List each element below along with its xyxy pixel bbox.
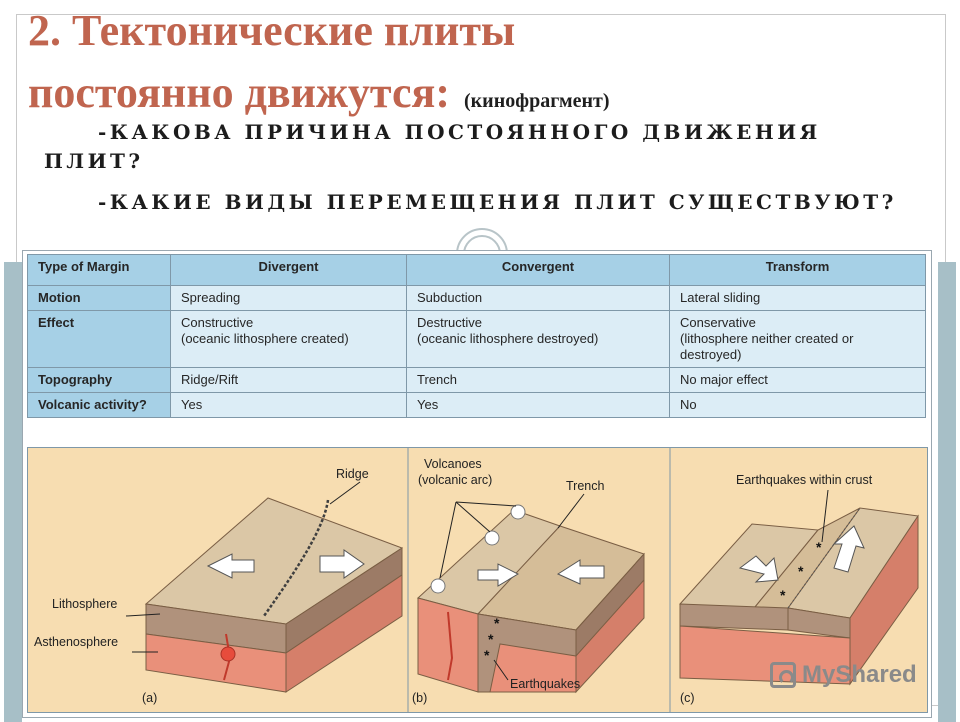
volcano-leader: [439, 501, 457, 579]
convergent-lithosphere-side: [575, 552, 645, 658]
earthquake-star-icon: *: [780, 587, 786, 603]
volcano-cloud-icon: [484, 530, 500, 546]
fault-line: [787, 507, 861, 609]
cell-convergent: Destructive (oceanic lithosphere destroy…: [406, 310, 670, 368]
volcano-cloud-icon: [430, 578, 446, 594]
header-divergent: Divergent: [170, 254, 407, 286]
transform-front-lithosphere: [679, 603, 789, 631]
slide-title: 2. Тектонические плиты постоянно движутс…: [28, 0, 928, 132]
table-header-row: Type of Margin Divergent Convergent Tran…: [27, 254, 926, 286]
cell-divergent: Spreading: [170, 285, 407, 311]
earthquake-star-icon: *: [816, 539, 822, 555]
label-volcanic-arc: (volcanic arc): [418, 473, 492, 487]
row-label: Motion: [27, 285, 171, 311]
watermark: MyShared: [770, 658, 917, 692]
label-lithosphere: Lithosphere: [52, 597, 117, 611]
label-earthquakes-within-crust: Earthquakes within crust: [736, 473, 873, 487]
myshared-logo-icon: [770, 662, 796, 688]
divergent-block: [125, 481, 404, 693]
label-trench: Trench: [566, 479, 604, 493]
cell-divergent: Constructive (oceanic lithosphere create…: [170, 310, 407, 368]
label-volcanoes: Volcanoes: [424, 457, 482, 471]
transform-block: * * *: [679, 489, 919, 686]
earthquakes-leader: [493, 659, 509, 681]
arrow-left-icon: [206, 553, 255, 579]
cell-divergent: Yes: [170, 392, 407, 418]
earthquake-star-icon: *: [488, 631, 494, 647]
title-line-2: постоянно движутся: (кинофрагмент): [28, 62, 928, 132]
cell-transform: No major effect: [669, 367, 926, 393]
earthquake-star-icon: *: [798, 563, 804, 579]
volcano-leader: [455, 501, 517, 507]
arrow-up-right-icon: [832, 525, 865, 573]
table-row-effect: Effect Constructive (oceanic lithosphere…: [27, 310, 926, 368]
question-types: -КАКИЕ ВИДЫ ПЕРЕМЕЩЕНИЯ ПЛИТ СУЩЕСТВУЮТ?: [98, 190, 897, 214]
earthquake-star-icon: *: [494, 615, 500, 631]
table-row-motion: Motion Spreading Subduction Lateral slid…: [27, 285, 926, 311]
label-asthenosphere: Asthenosphere: [34, 635, 118, 649]
questions-block: -КАКОВА ПРИЧИНА ПОСТОЯННОГО ДВИЖЕНИЯ ПЛИ…: [44, 118, 924, 229]
divergent-asthenosphere-side: [285, 574, 403, 693]
header-convergent: Convergent: [406, 254, 670, 286]
label-a: (a): [142, 691, 157, 705]
plate-margins-figure: Type of Margin Divergent Convergent Tran…: [22, 250, 932, 718]
cell-convergent: Trench: [406, 367, 670, 393]
row-label: Topography: [27, 367, 171, 393]
volcano-cloud-icon: [510, 504, 526, 520]
label-earthquakes: Earthquakes: [510, 677, 580, 691]
label-c: (c): [680, 691, 695, 705]
ridge-crest-line: [262, 499, 330, 617]
label-b: (b): [412, 691, 427, 705]
arrow-down-left-icon: [738, 555, 779, 583]
table-row-topography: Topography Ridge/Rift Trench No major ef…: [27, 367, 926, 393]
magma-chamber-icon: [220, 646, 236, 662]
convergent-block: * * *: [416, 493, 645, 694]
arrow-right-icon: [477, 563, 520, 587]
title-note: (кинофрагмент): [464, 90, 610, 112]
watermark-text: MyShared: [802, 661, 917, 688]
row-label: Volcanic activity?: [27, 392, 171, 418]
cell-transform: Conservative (lithosphere neither create…: [669, 310, 926, 368]
cell-convergent: Subduction: [406, 285, 670, 311]
lithosphere-leader: [125, 613, 161, 617]
volcano-leader: [455, 501, 491, 533]
arrow-left-icon: [556, 559, 605, 585]
header-transform: Transform: [669, 254, 926, 286]
title-line-2-text: постоянно движутся:: [28, 68, 450, 117]
trench-leader: [557, 493, 585, 529]
row-label: Effect: [27, 310, 171, 368]
left-accent-bar: [4, 262, 22, 722]
ridge-leader: [329, 481, 361, 505]
cell-divergent: Ridge/Rift: [170, 367, 407, 393]
arrow-right-icon: [319, 549, 365, 579]
transform-side: [849, 514, 919, 686]
cell-transform: Lateral sliding: [669, 285, 926, 311]
cell-transform: No: [669, 392, 926, 418]
earthquake-star-icon: *: [484, 647, 490, 663]
header-type-of-margin: Type of Margin: [27, 254, 171, 286]
right-accent-bar: [938, 262, 956, 722]
volcanic-magma-path: [447, 611, 454, 681]
table-row-volcanic-activity: Volcanic activity? Yes Yes No: [27, 392, 926, 418]
margin-diagrams: Ridge Lithosphere Asthenosphere (a): [27, 447, 928, 713]
question-cause: -КАКОВА ПРИЧИНА ПОСТОЯННОГО ДВИЖЕНИЯ ПЛИ…: [44, 120, 821, 173]
title-line-1: 2. Тектонические плиты: [28, 6, 516, 55]
margin-diagrams-svg: Ridge Lithosphere Asthenosphere (a): [34, 448, 919, 712]
label-ridge: Ridge: [336, 467, 369, 481]
cell-convergent: Yes: [406, 392, 670, 418]
margin-types-table: Type of Margin Divergent Convergent Tran…: [27, 254, 926, 418]
crust-quake-leader: [821, 489, 829, 543]
